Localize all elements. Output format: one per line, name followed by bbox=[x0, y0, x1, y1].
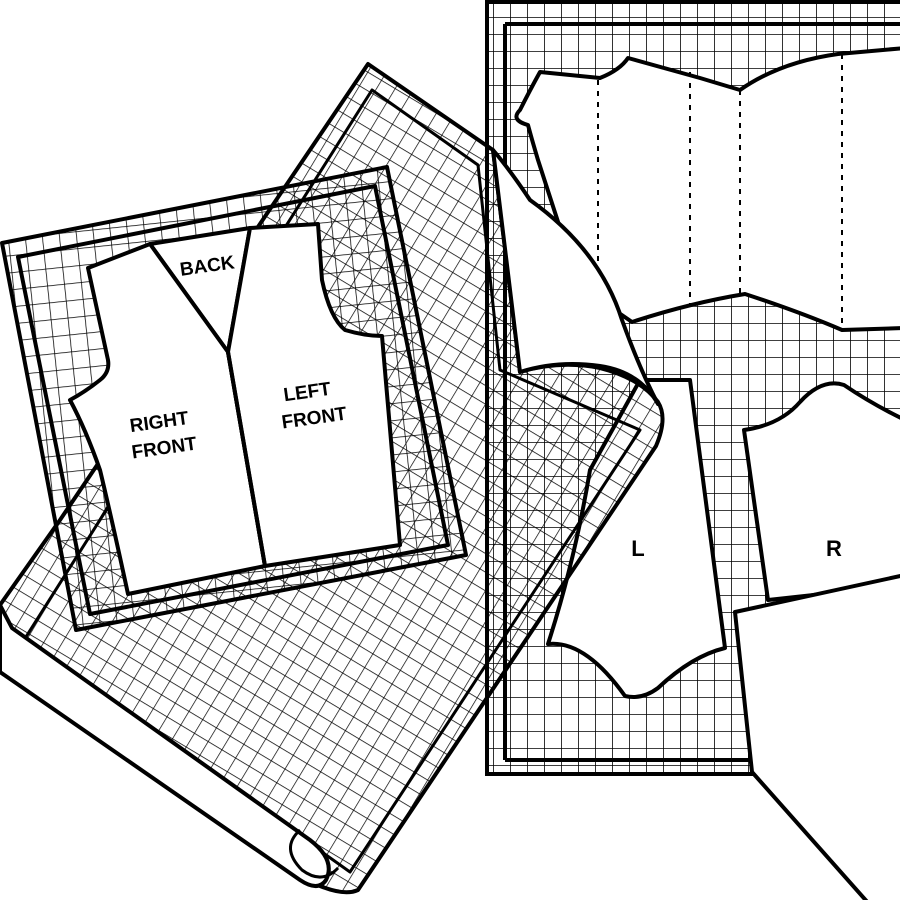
vest-left-front-panel bbox=[226, 222, 402, 568]
vest-right-front-panel bbox=[68, 242, 267, 596]
folded-sheet-corner bbox=[733, 574, 900, 900]
back-pattern-piece bbox=[514, 46, 900, 332]
right-front-cut-piece: R bbox=[742, 381, 900, 602]
vest-pattern: BACK RIGHT FRONT LEFT FRONT bbox=[68, 222, 402, 596]
piece-label-left: L bbox=[631, 536, 644, 561]
piece-label-right: R bbox=[826, 536, 842, 561]
